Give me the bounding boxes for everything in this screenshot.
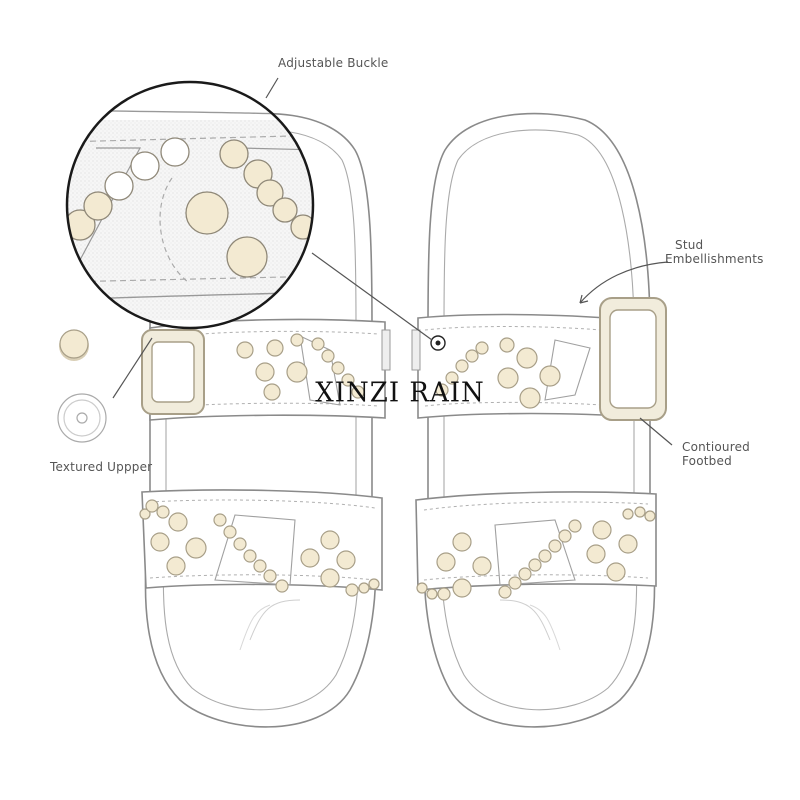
studs — [139, 333, 656, 601]
right-sandal — [411, 112, 667, 728]
left-lower-strap — [141, 489, 383, 591]
brand-watermark: XINZI RAIN — [315, 377, 485, 409]
label-footbed-line1: Contioured — [682, 440, 750, 454]
label-contoured-footbed: Contioured Footbed — [682, 440, 750, 468]
left-sole-outline — [144, 112, 377, 728]
magnifier-ring — [65, 80, 315, 330]
label-stud-line1: Stud — [675, 238, 704, 252]
label-textured-upper: Textured Uppper — [50, 460, 153, 474]
stud-closeup-swatch — [59, 329, 89, 361]
label-stud-embellishments: Stud Embellishments — [665, 238, 764, 266]
leader-footbed — [639, 417, 673, 446]
leader-stud — [579, 261, 669, 304]
leader-lines — [112, 77, 673, 446]
label-adjustable-buckle: Adjustable Buckle — [278, 56, 389, 70]
label-stud-line2: Embellishments — [665, 252, 764, 266]
label-footbed-line2: Footbed — [682, 454, 732, 468]
magnifier-detail — [65, 80, 315, 330]
leader-upper — [112, 337, 153, 399]
rivet-closeup-swatch — [57, 393, 107, 443]
leader-magnifier — [311, 252, 433, 341]
leader-buckle — [265, 77, 279, 99]
